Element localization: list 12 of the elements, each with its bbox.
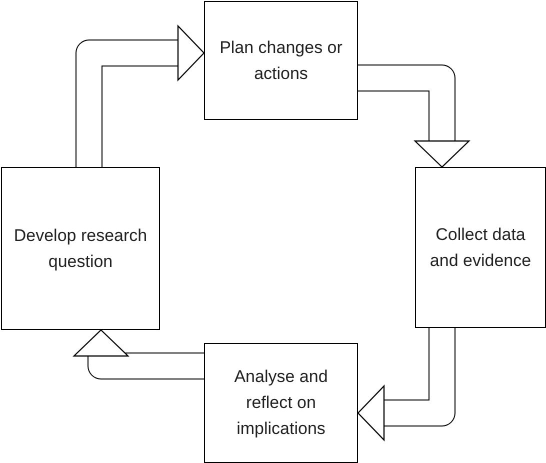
box-label: Analyse and reflect on implications [233,366,329,440]
box-label: Develop research question [12,224,148,272]
process-box [204,1,358,120]
block-arrow [72,329,204,380]
box-label: Collect data and evidence [428,224,532,272]
process-box [1,167,160,330]
block-arrow [76,24,205,167]
block-arrow [358,64,470,168]
process-box [415,167,546,328]
block-arrow [357,328,456,442]
process-box [204,343,358,463]
box-label: Plan changes or actions [218,36,344,84]
